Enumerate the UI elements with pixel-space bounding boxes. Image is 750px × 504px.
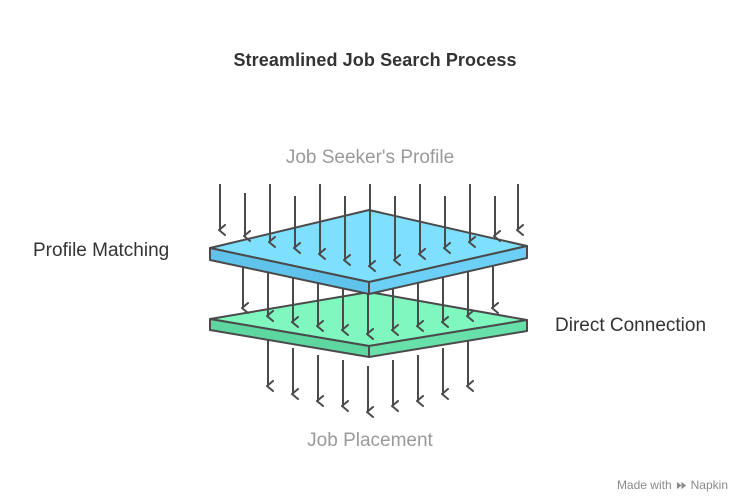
diagram-title: Streamlined Job Search Process [233, 50, 517, 70]
napkin-logo-icon [676, 481, 686, 489]
watermark-prefix: Made with [616, 478, 672, 492]
watermark-brand: Napkin [690, 478, 728, 492]
label-job-placement: Job Placement [307, 430, 433, 451]
label-profile-matching: Profile Matching [33, 240, 170, 261]
middle-arrows [241, 262, 499, 340]
layer-profile-matching [209, 209, 528, 295]
bottom-arrows [266, 340, 474, 418]
label-direct-connection: Direct Connection [555, 315, 707, 336]
watermark[interactable]: Made with Napkin [617, 478, 728, 492]
top-arrows [218, 184, 524, 272]
label-job-seekers-profile: Job Seeker's Profile [285, 147, 455, 168]
